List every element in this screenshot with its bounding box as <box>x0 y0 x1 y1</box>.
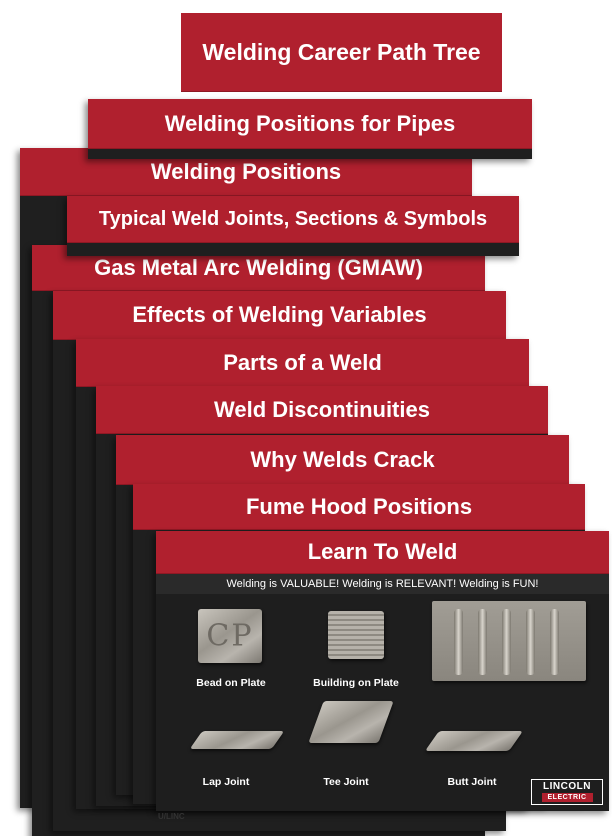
poster-title: Effects of Welding Variables <box>53 291 506 340</box>
weld-bead-test-plate-image <box>432 601 586 681</box>
lap-joint-image <box>189 731 285 749</box>
tee-joint-image <box>308 701 394 743</box>
bead-letters: CP <box>206 618 254 654</box>
tee-joint-label: Tee Joint <box>323 776 369 788</box>
building-on-plate-image <box>328 611 384 659</box>
poster-title: Welding Positions for Pipes <box>88 99 532 149</box>
bead-on-plate-label: Bead on Plate <box>196 677 266 689</box>
poster-tagline: Welding is VALUABLE! Welding is RELEVANT… <box>156 574 609 594</box>
poster-welding-positions-for-pipes: Welding Positions for Pipes <box>88 99 532 159</box>
lap-joint-label: Lap Joint <box>202 776 250 788</box>
poster-title: Why Welds Crack <box>116 435 569 485</box>
poster-title: Welding Career Path Tree <box>181 13 502 92</box>
poster-title: Learn To Weld <box>156 531 609 574</box>
poster-title: Typical Weld Joints, Sections & Symbols <box>67 196 519 243</box>
poster-welding-career-path-tree: Welding Career Path Tree <box>181 13 502 92</box>
bead-on-plate-image: CP <box>198 609 262 663</box>
poster-title: Parts of a Weld <box>76 339 529 387</box>
building-on-plate-label: Building on Plate <box>313 677 399 689</box>
poster-title: Fume Hood Positions <box>133 484 585 530</box>
poster-title: Weld Discontinuities <box>96 386 548 434</box>
footer-brand: U/LINC <box>158 812 185 821</box>
poster-learn-to-weld: Learn To Weld Welding is VALUABLE! Weldi… <box>156 531 609 811</box>
lincoln-electric-logo: LINCOLN ELECTRIC <box>531 779 603 805</box>
poster-typical-weld-joints: Typical Weld Joints, Sections & Symbols <box>67 196 519 256</box>
butt-joint-image <box>424 731 524 751</box>
butt-joint-label: Butt Joint <box>447 776 497 788</box>
